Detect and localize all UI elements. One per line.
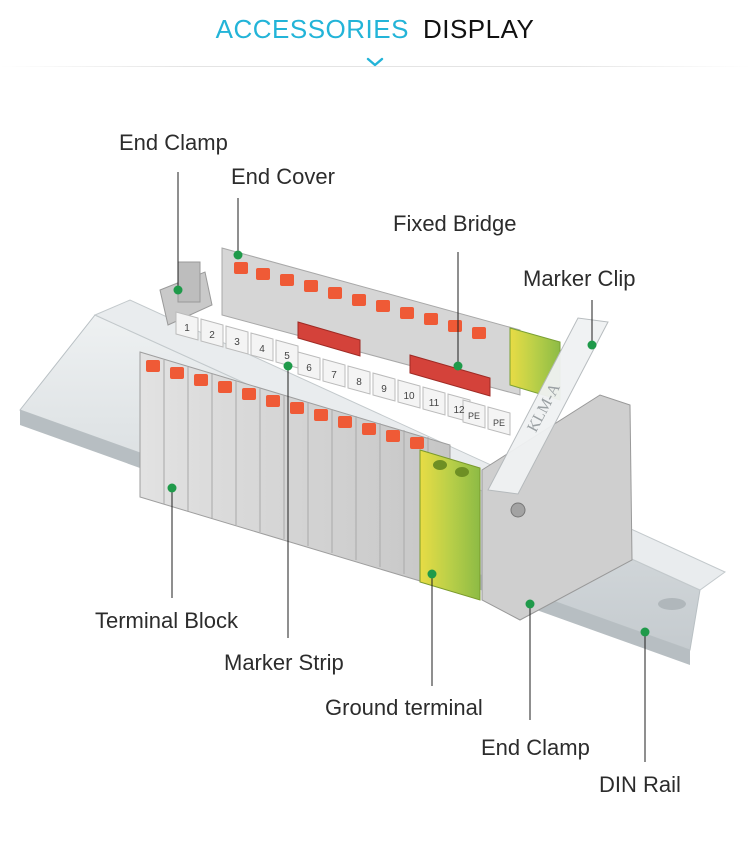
label-marker-strip: Marker Strip [224, 650, 344, 675]
back-marker-strip [175, 311, 299, 369]
marker-back-5: 5 [284, 351, 290, 362]
label-ground-terminal: Ground terminal [325, 695, 483, 720]
label-end-cover: End Cover [231, 164, 335, 189]
marker-front-11: 11 [429, 398, 440, 409]
marker-front-8: 8 [356, 377, 362, 388]
callout-dot-ground-terminal [427, 569, 437, 579]
callout-dot-din-rail [640, 627, 650, 637]
label-end-clamp-bottom: End Clamp [481, 735, 590, 760]
header-divider [0, 66, 750, 67]
marker-front-9: 9 [381, 384, 387, 395]
marker-clip [487, 317, 609, 495]
callout-dot-end-clamp-top [173, 285, 183, 295]
label-end-clamp-top: End Clamp [119, 130, 228, 155]
marker-front-6: 6 [306, 363, 312, 374]
marker-front-10: 10 [403, 391, 415, 402]
header-title: DISPLAY [422, 14, 535, 44]
ground-terminal-block [419, 449, 481, 601]
marker-front-7: 7 [331, 370, 337, 381]
callout-leader-lines [171, 172, 646, 762]
marker-back-1: 1 [184, 323, 190, 334]
section-header: ACCESSORIES DISPLAY [0, 14, 750, 45]
marker-back-2: 2 [209, 330, 215, 341]
marker-back-3: 3 [234, 337, 240, 348]
fixed-bridge [297, 321, 491, 397]
marker-back-4: 4 [259, 344, 265, 355]
callout-dot-marker-strip [283, 361, 293, 371]
label-terminal-block: Terminal Block [95, 608, 239, 633]
marker-front-pe-2: PE [493, 418, 505, 428]
chevron-down-icon [366, 57, 384, 67]
callout-dot-end-cover [233, 250, 243, 260]
callout-dot-marker-clip [587, 340, 597, 350]
label-din-rail: DIN Rail [599, 772, 681, 797]
front-marker-strip [297, 351, 511, 436]
marker-front-pe-1: PE [468, 411, 480, 421]
marker-front-12: 12 [453, 405, 465, 416]
label-fixed-bridge: Fixed Bridge [393, 211, 517, 236]
callout-dot-end-clamp-bottom [525, 599, 535, 609]
header-accent-title: ACCESSORIES [215, 14, 409, 44]
callout-dot-terminal-block [167, 483, 177, 493]
callout-dot-fixed-bridge [453, 361, 463, 371]
label-marker-clip: Marker Clip [523, 266, 636, 291]
